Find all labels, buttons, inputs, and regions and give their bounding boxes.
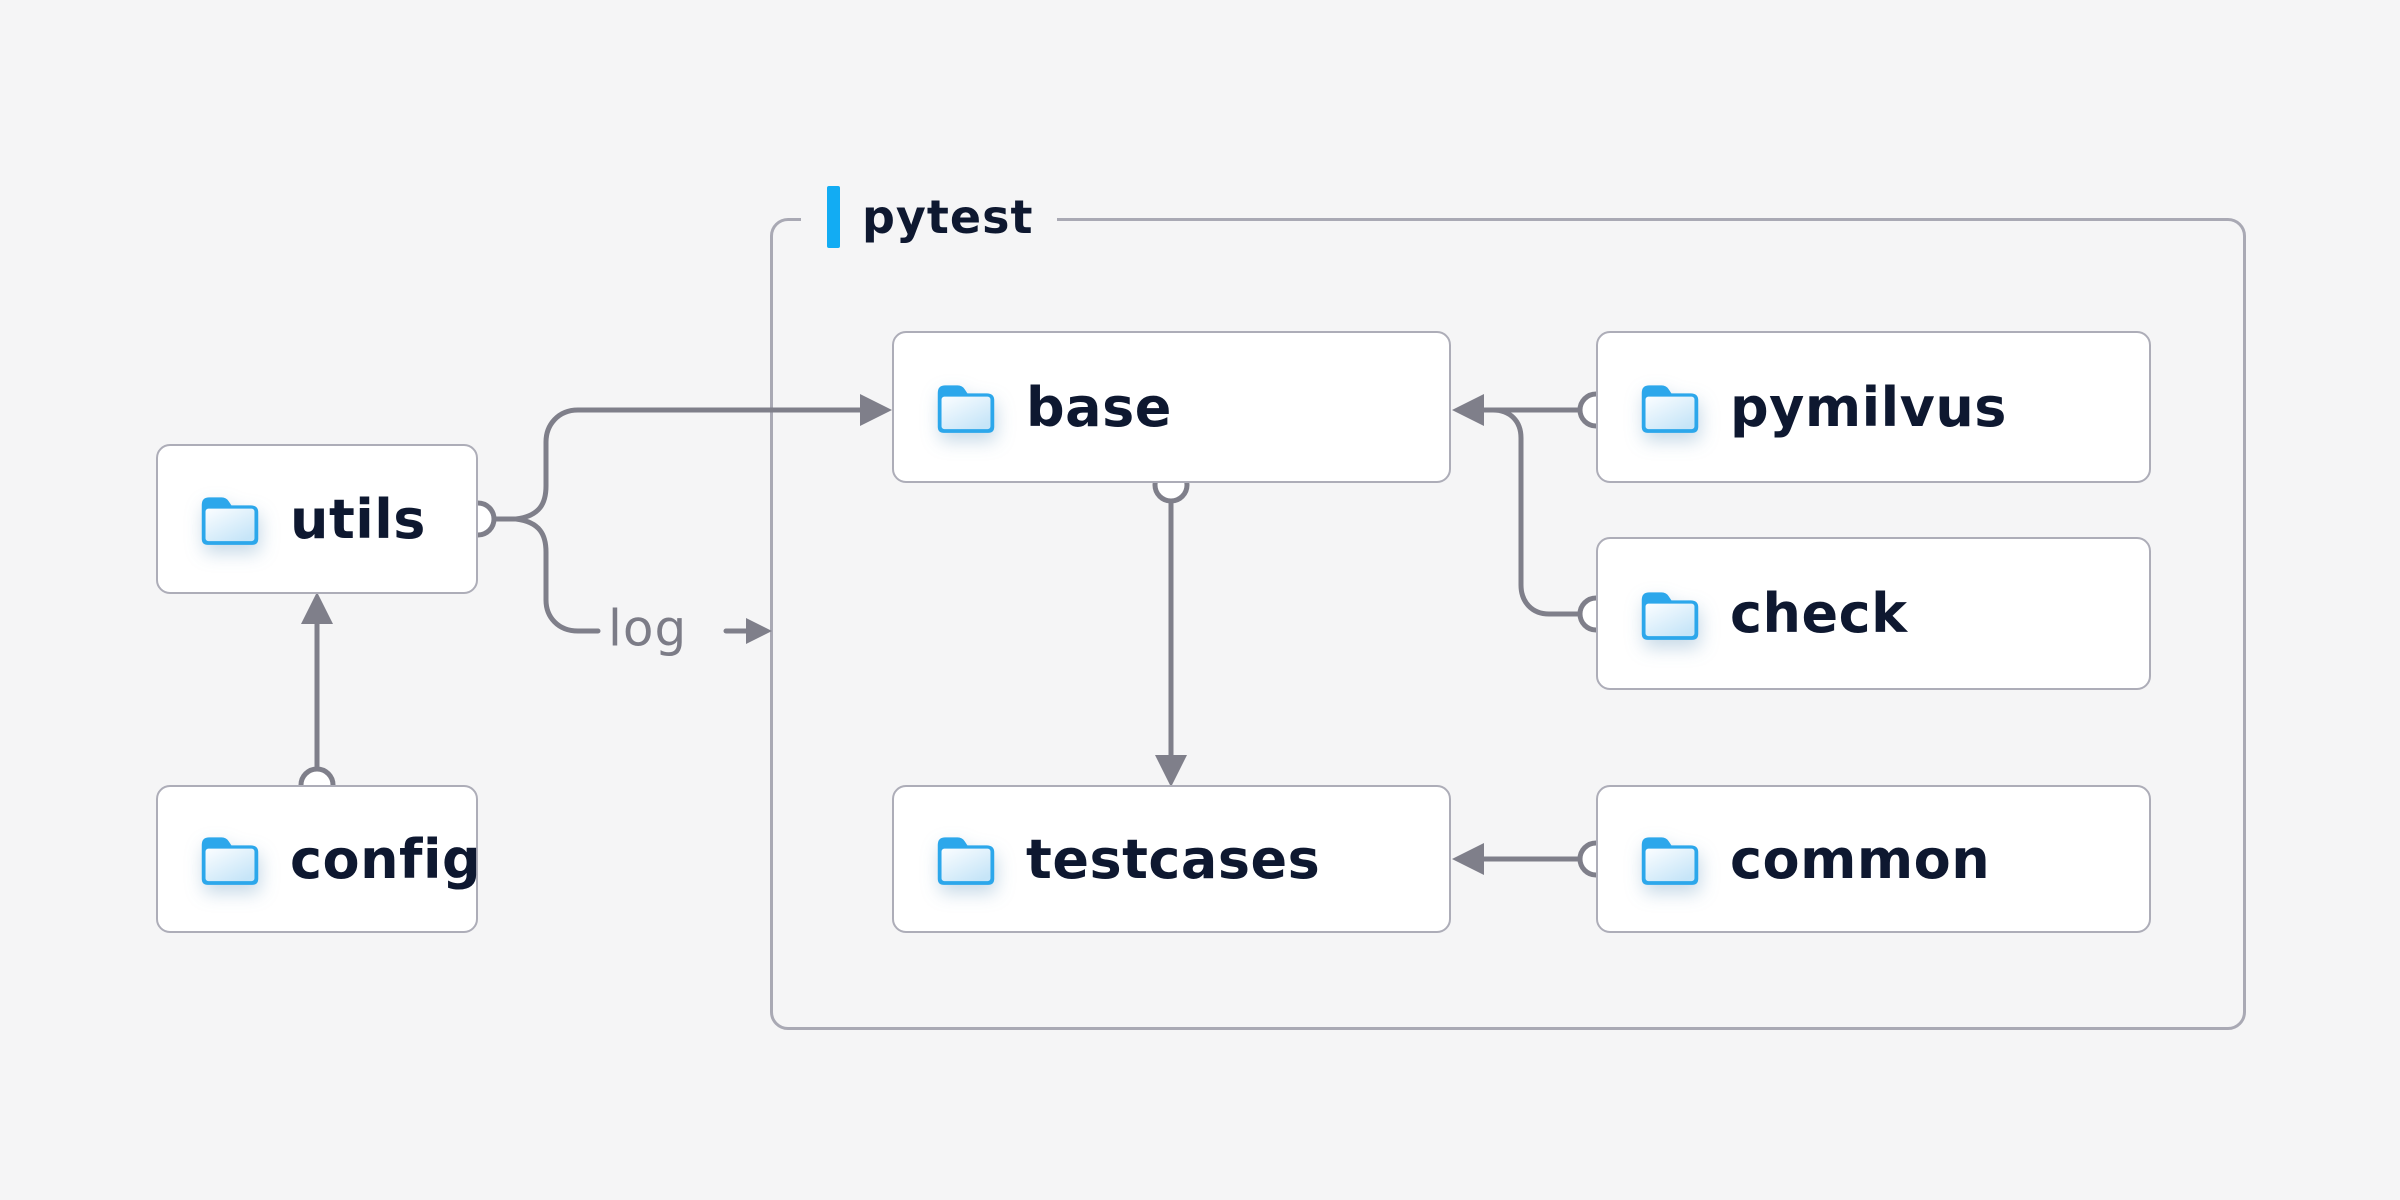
node-label: testcases: [1026, 827, 1321, 891]
node-label: base: [1026, 375, 1172, 439]
node-label: common: [1730, 827, 1991, 891]
group-title: pytest: [862, 190, 1034, 244]
folder-icon: [1641, 837, 1699, 885]
node-testcases: testcases: [892, 785, 1451, 933]
edge-config-to-utils: [298, 592, 336, 804]
folder-icon: [937, 385, 995, 433]
folder-icon: [201, 497, 259, 545]
node-common: common: [1596, 785, 2151, 933]
node-base: base: [892, 331, 1451, 483]
node-utils: utils: [156, 444, 478, 594]
arrowhead: [301, 592, 333, 624]
node-check: check: [1596, 537, 2151, 690]
node-label: utils: [290, 487, 426, 551]
node-label: pymilvus: [1730, 375, 2007, 439]
node-label: check: [1730, 582, 1908, 645]
folder-icon: [201, 837, 259, 885]
node-pymilvus: pymilvus: [1596, 331, 2151, 483]
accent-bar: [827, 186, 840, 248]
folder-icon: [1641, 591, 1699, 640]
folder-icon: [937, 837, 995, 885]
pytest-group-label: pytest: [801, 184, 1058, 250]
folder-icon: [1641, 385, 1699, 433]
node-label: config: [290, 827, 482, 891]
arrowhead: [746, 618, 772, 644]
node-config: config: [156, 785, 482, 933]
edge-label-log: log: [608, 599, 688, 658]
